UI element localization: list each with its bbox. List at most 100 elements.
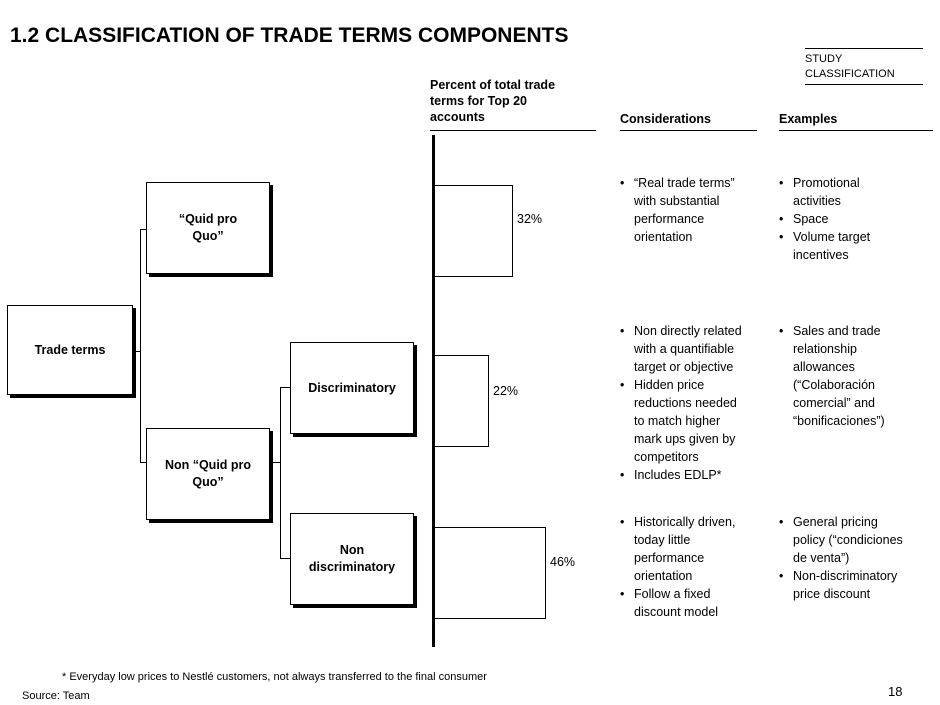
- non-quid-line-1: Non “Quid pro: [164, 458, 252, 472]
- connector-quid: [140, 229, 147, 230]
- consideration-3-bullet-2: Follow a fixed discount model: [620, 585, 770, 621]
- tag-line-1: STUDY: [805, 53, 843, 65]
- consideration-2-bullet-2-line-2: reductions needed: [634, 396, 737, 410]
- example-2-bullet-1-line-1: Sales and trade: [793, 324, 881, 338]
- bar-quid-pro-quo: [435, 185, 513, 277]
- consideration-2-bullet-1-line-2: with a quantifiable: [634, 342, 735, 356]
- consideration-2-bullet-3: Includes EDLP*: [620, 466, 770, 484]
- connector-trunk-2: [280, 387, 281, 559]
- connector-non-quid: [140, 462, 147, 463]
- examples-row-3: General pricing policy (“condiciones de ve…: [779, 513, 934, 603]
- consideration-3-bullet-1-line-1: Historically driven,: [634, 515, 736, 529]
- quid-line-2: Quo”: [192, 229, 224, 243]
- quid-line-1: “Quid pro: [178, 212, 238, 226]
- example-1-bullet-1: Promotional activities: [779, 174, 934, 210]
- consideration-2-bullet-1-line-1: Non directly related: [634, 324, 742, 338]
- non-quid-pro-quo-box: Non “Quid pro Quo”: [146, 428, 270, 520]
- footnote: * Everyday low prices to Nestlé customer…: [62, 671, 487, 683]
- non-disc-line-2: discriminatory: [308, 560, 396, 574]
- consideration-1-bullet-1-line-2: with substantial: [634, 194, 720, 208]
- non-disc-line-1: Non: [339, 543, 365, 557]
- page-title: 1.2 CLASSIFICATION OF TRADE TERMS COMPON…: [10, 24, 569, 47]
- connector-non-discriminatory: [280, 558, 291, 559]
- non-discriminatory-box: Non discriminatory: [290, 513, 414, 605]
- percent-header-line-2: terms for Top 20: [430, 94, 528, 108]
- connector-trunk-1: [140, 229, 141, 463]
- example-1-bullet-2: Space: [779, 210, 934, 228]
- consideration-2-bullet-2-line-4: mark ups given by: [634, 432, 736, 446]
- bar-non-discriminatory: [435, 527, 546, 619]
- percent-header: Percent of total trade terms for Top 20 …: [430, 77, 600, 125]
- considerations-header-rule: [620, 130, 757, 131]
- quid-pro-quo-box: “Quid pro Quo”: [146, 182, 270, 274]
- examples-row-2: Sales and trade relationship allowances (“C…: [779, 322, 934, 430]
- example-2-bullet-1-line-5: comercial” and: [793, 396, 875, 410]
- percent-header-rule: [430, 130, 596, 131]
- considerations-row-1: “Real trade terms” with substantial perfor…: [620, 174, 770, 246]
- example-1-bullet-1-line-1: Promotional: [793, 176, 860, 190]
- consideration-3-bullet-2-line-2: discount model: [634, 605, 719, 619]
- example-3-bullet-1-line-1: General pricing: [793, 515, 878, 529]
- example-3-bullet-1-line-3: de venta”): [793, 551, 850, 565]
- non-quid-line-2: Quo”: [192, 475, 224, 489]
- example-1-bullet-3-line-2: incentives: [793, 248, 849, 262]
- consideration-3-bullet-1-line-2: today little: [634, 533, 691, 547]
- discriminatory-box: Discriminatory: [290, 342, 414, 434]
- bar-label-discriminatory: 22%: [493, 384, 519, 398]
- study-classification-tag: STUDY CLASSIFICATION: [805, 48, 923, 85]
- consideration-1-bullet-1-line-1: “Real trade terms”: [634, 176, 735, 190]
- consideration-3-bullet-2-line-1: Follow a fixed: [634, 587, 711, 601]
- bar-discriminatory: [435, 355, 489, 447]
- bar-axis: [432, 135, 435, 647]
- considerations-row-2: Non directly related with a quantifiable t…: [620, 322, 770, 484]
- examples-row-1: Promotional activitiesSpaceVolume target i…: [779, 174, 934, 264]
- connector-discriminatory: [280, 387, 291, 388]
- considerations-row-3: Historically driven, today little performa…: [620, 513, 770, 621]
- trade-terms-box: Trade terms: [7, 305, 133, 395]
- example-2-bullet-1-line-3: allowances: [793, 360, 855, 374]
- example-2-bullet-1: Sales and trade relationship allowances (“C…: [779, 322, 934, 430]
- example-2-bullet-1-line-4: (“Colaboración: [793, 378, 875, 392]
- example-1-bullet-1-line-2: activities: [793, 194, 841, 208]
- example-1-bullet-2-line-1: Space: [793, 212, 829, 226]
- example-1-bullet-3-line-1: Volume target: [793, 230, 871, 244]
- consideration-2-bullet-2-line-1: Hidden price: [634, 378, 705, 392]
- example-2-bullet-1-line-2: relationship: [793, 342, 857, 356]
- percent-header-line-1: Percent of total trade: [430, 78, 556, 92]
- examples-header-rule: [779, 130, 933, 131]
- consideration-2-bullet-2: Hidden price reductions needed to match hi…: [620, 376, 770, 466]
- example-2-bullet-1-line-6: “bonificaciones”): [793, 414, 885, 428]
- non-discriminatory-label: Non discriminatory: [309, 542, 395, 576]
- bar-label-non-discriminatory: 46%: [550, 555, 576, 569]
- example-3-bullet-2: Non-discriminatory price discount: [779, 567, 934, 603]
- percent-header-line-3: accounts: [430, 110, 485, 124]
- consideration-2-bullet-3-line-1: Includes EDLP*: [634, 468, 722, 482]
- example-3-bullet-1-line-2: policy (“condiciones: [793, 533, 903, 547]
- consideration-2-bullet-1: Non directly related with a quantifiable t…: [620, 322, 770, 376]
- non-quid-pro-quo-label: Non “Quid pro Quo”: [165, 457, 251, 491]
- bar-label-quid-pro-quo: 32%: [517, 212, 543, 226]
- connector-non-quid-out: [270, 462, 280, 463]
- tag-line-2: CLASSIFICATION: [805, 68, 895, 80]
- discriminatory-label: Discriminatory: [308, 380, 396, 395]
- consideration-2-bullet-1-line-3: target or objective: [634, 360, 734, 374]
- example-3-bullet-2-line-2: price discount: [793, 587, 871, 601]
- consideration-3-bullet-1: Historically driven, today little performa…: [620, 513, 770, 585]
- example-3-bullet-1: General pricing policy (“condiciones de ve…: [779, 513, 934, 567]
- page-number: 18: [888, 684, 903, 699]
- connector-root: [133, 351, 140, 352]
- consideration-2-bullet-2-line-5: competitors: [634, 450, 699, 464]
- example-3-bullet-2-line-1: Non-discriminatory: [793, 569, 898, 583]
- consideration-2-bullet-2-line-3: to match higher: [634, 414, 721, 428]
- consideration-1-bullet-1-line-4: orientation: [634, 230, 693, 244]
- quid-pro-quo-label: “Quid pro Quo”: [179, 211, 237, 245]
- considerations-header: Considerations: [620, 112, 711, 126]
- example-1-bullet-3: Volume target incentives: [779, 228, 934, 264]
- consideration-3-bullet-1-line-3: performance: [634, 551, 705, 565]
- source-note: Source: Team: [22, 690, 90, 702]
- consideration-1-bullet-1: “Real trade terms” with substantial perfor…: [620, 174, 770, 246]
- examples-header: Examples: [779, 112, 838, 126]
- trade-terms-label: Trade terms: [34, 342, 106, 357]
- consideration-1-bullet-1-line-3: performance: [634, 212, 705, 226]
- consideration-3-bullet-1-line-4: orientation: [634, 569, 693, 583]
